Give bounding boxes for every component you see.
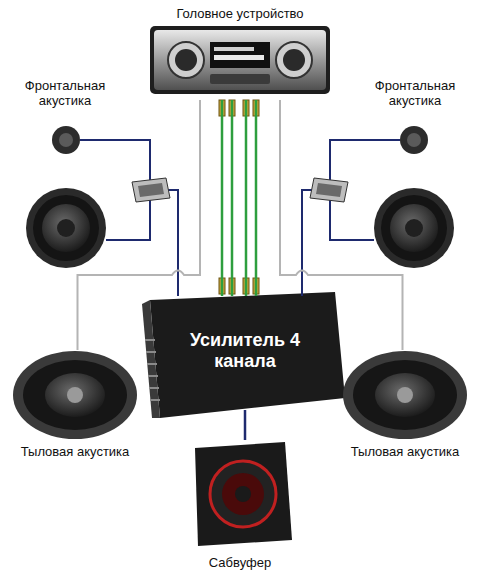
rear-speaker-node: Тыловая акустика — [5, 350, 150, 485]
amplifier-label: Усилитель 4 канала — [190, 330, 300, 372]
rear-speaker-node: Тыловая акустика — [330, 350, 475, 485]
head-unit — [150, 26, 330, 94]
wire-connector — [280, 100, 403, 350]
wire-connector — [178, 268, 179, 296]
node-label: Головное устройство — [140, 6, 340, 21]
front-right-speakers — [302, 126, 454, 268]
wire-connector — [78, 100, 201, 350]
subwoofer-box — [195, 442, 292, 546]
front-speaker-node: Фронтальная акустика — [5, 70, 185, 268]
front-left-speakers — [26, 126, 178, 268]
amplifier-body — [142, 292, 345, 418]
node-label: Тыловая акустика — [345, 444, 465, 459]
subwoofer-node: Сабвуфер — [180, 440, 300, 578]
wire-connector — [222, 100, 256, 296]
head-unit-node: Головное устройство — [140, 0, 340, 100]
node-label: Сабвуфер — [180, 555, 300, 570]
wire-connector — [302, 268, 303, 296]
rca-plugs — [219, 100, 259, 294]
node-label: Фронтальная акустика — [360, 78, 470, 108]
node-label: Фронтальная акустика — [10, 78, 120, 108]
front-speaker-node: Фронтальная акустика — [295, 70, 475, 268]
node-label: Тыловая акустика — [15, 444, 135, 459]
rear-left-speaker — [13, 351, 137, 439]
wire-connector — [245, 410, 246, 440]
amplifier-node: Усилитель 4 канала — [150, 296, 340, 410]
rear-right-speaker — [343, 351, 467, 439]
